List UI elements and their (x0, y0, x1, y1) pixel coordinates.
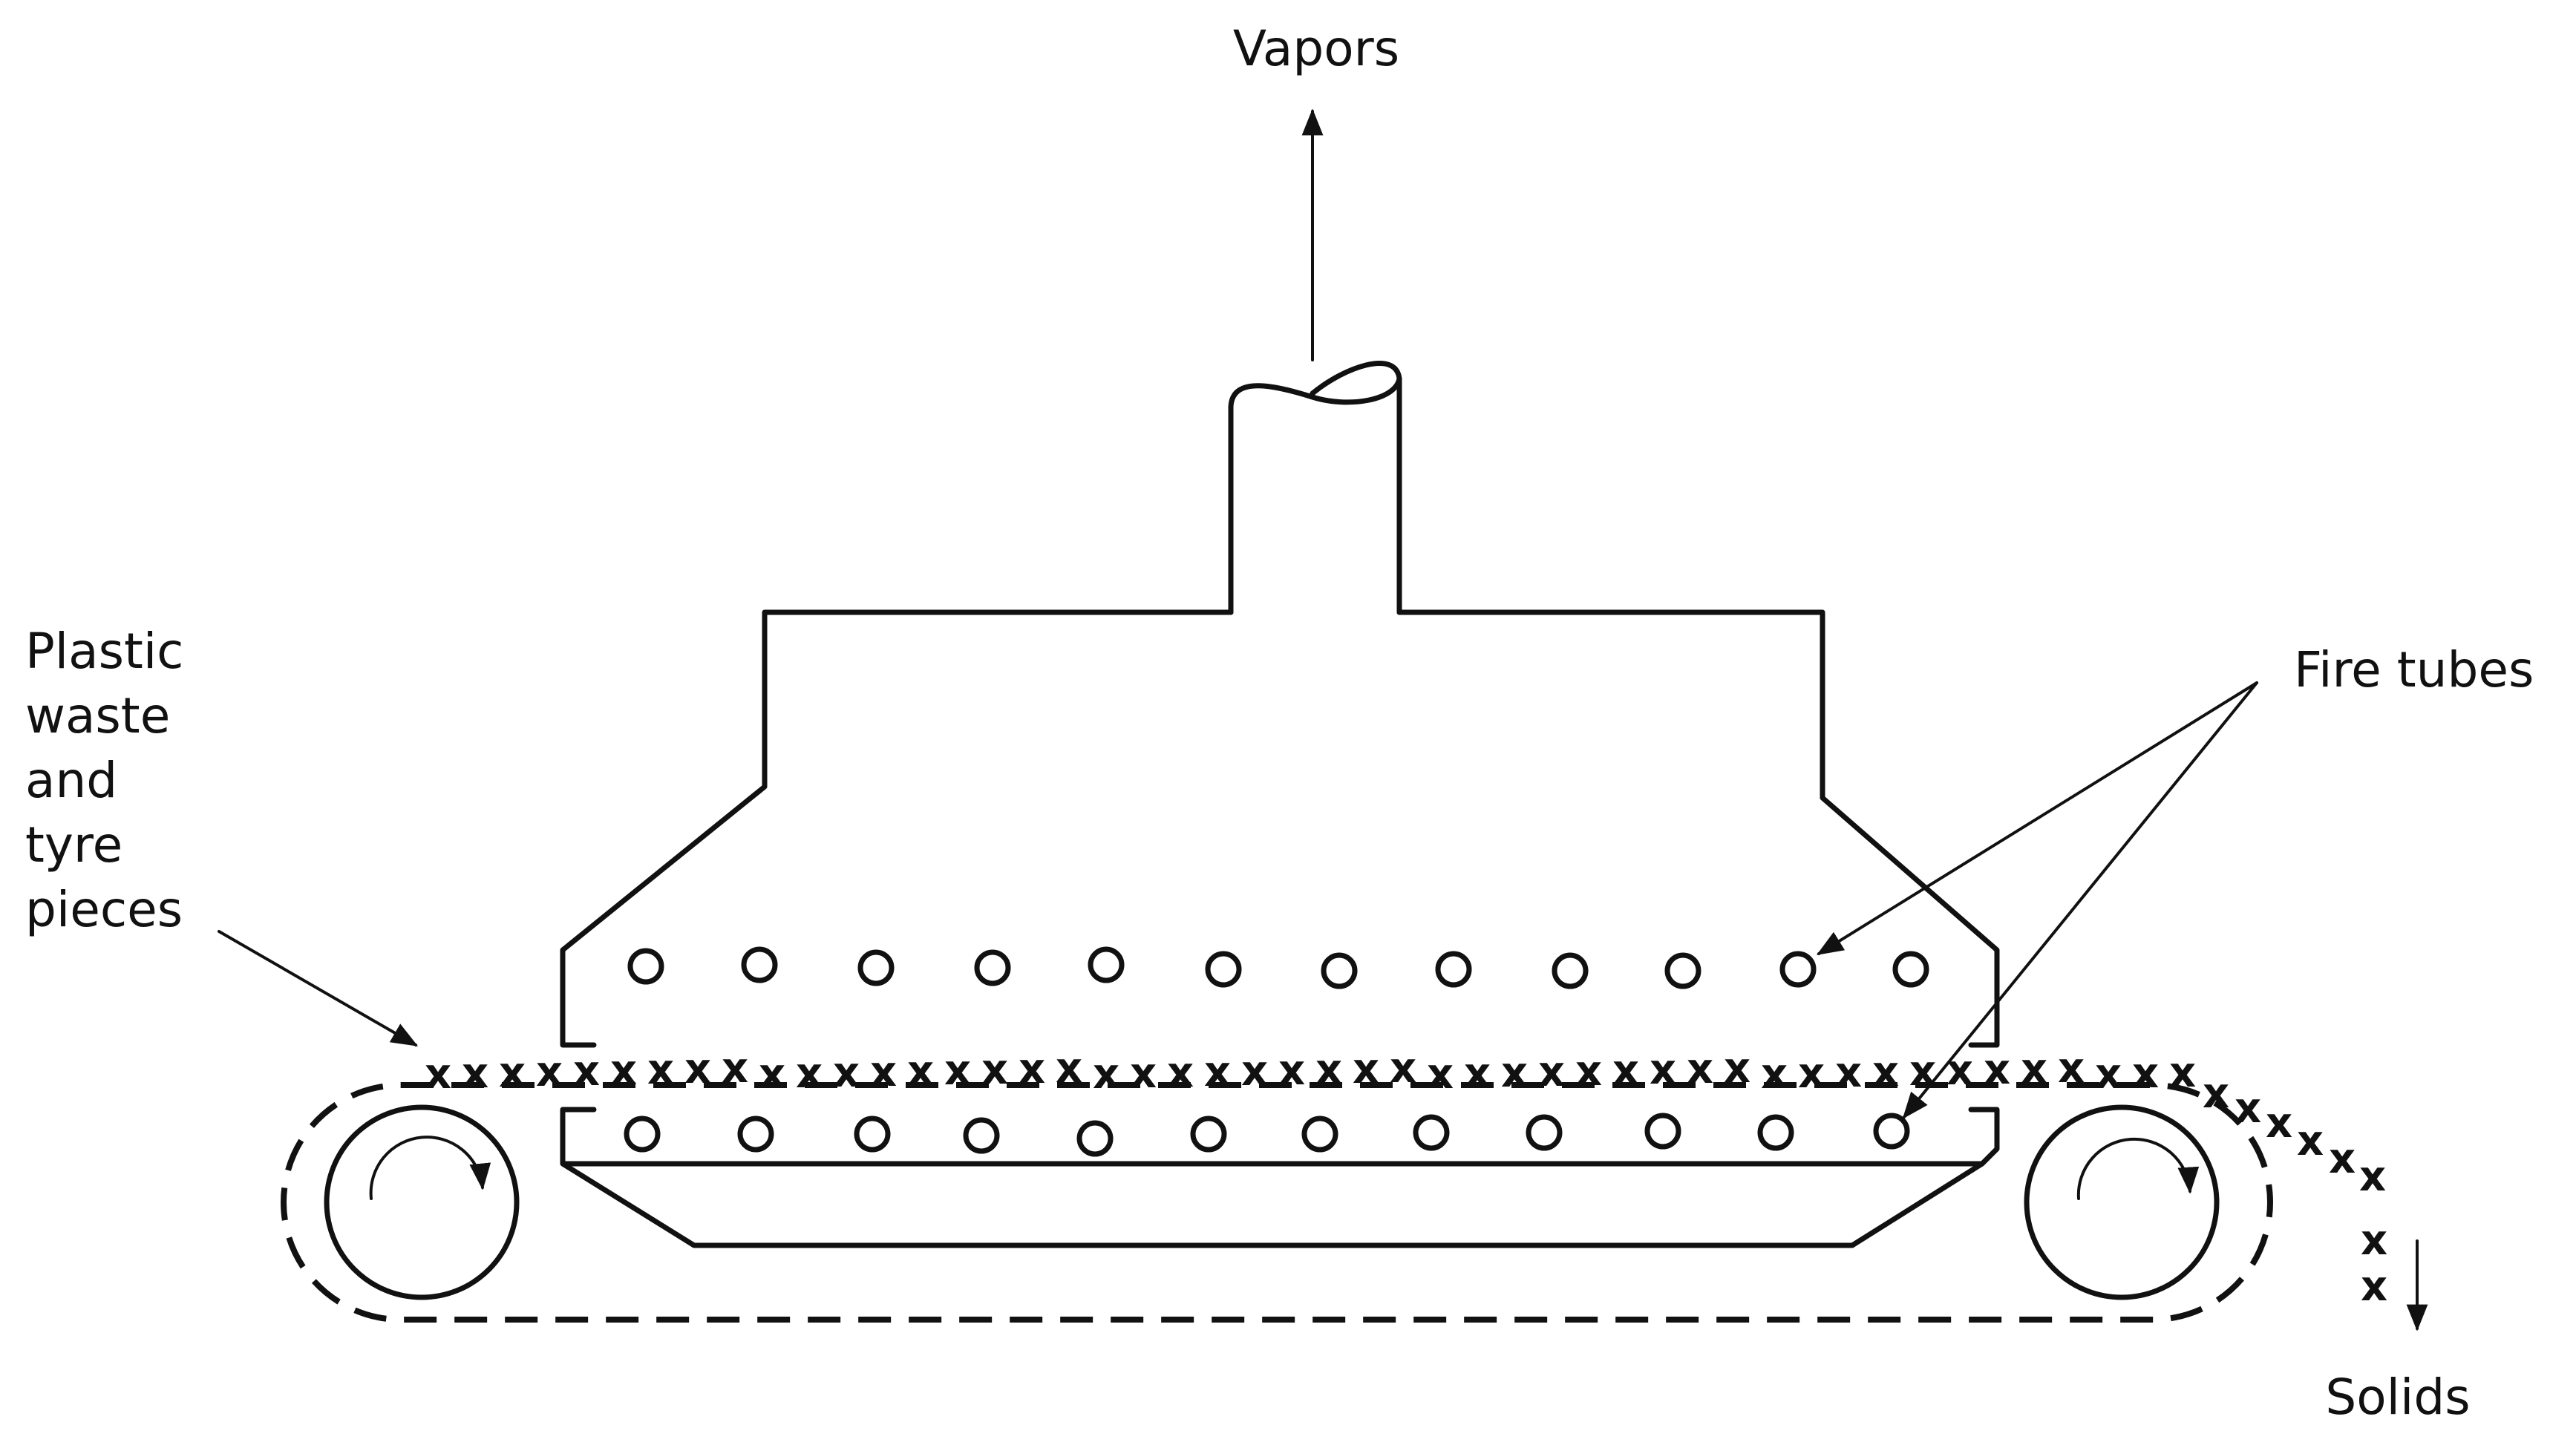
waste-particle-icon: x (1056, 1044, 1082, 1092)
waste-particle-icon: x (573, 1047, 600, 1095)
waste-particle-icon: x (2235, 1084, 2261, 1133)
waste-particle-icon: x (1390, 1044, 1416, 1092)
conveyor-belt (281, 1082, 2273, 1323)
feed-label-line: waste (25, 687, 170, 744)
waste-particle-icon: x (1353, 1045, 1379, 1093)
waste-particle-icon: x (2203, 1069, 2229, 1118)
waste-particle-icon: x (944, 1046, 971, 1095)
waste-particle-icon: x (1093, 1050, 1119, 1098)
waste-particle-icon: x (1984, 1046, 2010, 1094)
waste-particle-icon: x (2021, 1045, 2047, 1093)
waste-particle-icon: x (1724, 1044, 1750, 1092)
waste-particle-icon: x (1909, 1047, 1936, 1095)
waste-particle-icon: x (1946, 1046, 1973, 1095)
waste-particle-icon: x (2266, 1099, 2292, 1147)
fire-tubes-label: Fire tubes (2294, 641, 2534, 698)
waste-particle-icon: x (1761, 1050, 1788, 1098)
fire-tubes-upper-row (627, 946, 1929, 989)
waste-particle-icon: x (1204, 1048, 1231, 1096)
waste-particle-icon: x (1167, 1049, 1194, 1097)
solids-label: Solids (2325, 1369, 2470, 1426)
waste-particle-icon: x (499, 1049, 526, 1097)
waste-particle-icon: x (1687, 1045, 1713, 1093)
waste-particle-icon: x (425, 1050, 451, 1098)
waste-particle-icon: x (2132, 1049, 2159, 1098)
feed-label: Plastic waste and tyre pieces (25, 623, 183, 938)
waste-particle-icon: x (1130, 1049, 1157, 1098)
waste-particle-icon: x (722, 1044, 748, 1092)
waste-particle-icon: x (1278, 1046, 1305, 1095)
waste-particle-icon: x (2095, 1050, 2122, 1098)
waste-particle-icon: x (1019, 1045, 1045, 1093)
vapors-label: Vapors (1233, 20, 1399, 77)
waste-particle-icon: x (1872, 1048, 1899, 1096)
waste-particle-icon: x (907, 1047, 934, 1095)
fire-tubes-pointer-upper (1816, 681, 2258, 955)
waste-particle-icon: x (1501, 1049, 1528, 1097)
left-conveyor-drum (324, 1104, 520, 1300)
waste-particle-icon: x (536, 1048, 563, 1096)
waste-particle-icon: x (2297, 1117, 2324, 1165)
waste-particle-icon: x (870, 1048, 897, 1096)
waste-particle-icon: x (1538, 1048, 1565, 1096)
waste-particle-icon: x (684, 1045, 711, 1093)
waste-particle-icon: x (1464, 1049, 1491, 1098)
waste-particle-icon: x (2361, 1216, 2387, 1265)
fire-tubes-pointer-lower (1902, 681, 2258, 1119)
waste-particle-icon: x (2169, 1049, 2196, 1097)
reactor-hood (560, 609, 2000, 1048)
waste-particle-icon: x (981, 1046, 1008, 1094)
waste-particle-icon: x (2361, 1262, 2387, 1311)
waste-particle-icon: x (2359, 1153, 2386, 1201)
waste-particle-icon: x (1315, 1046, 1342, 1094)
waste-particle-icon: x (1241, 1047, 1268, 1095)
waste-particle-icon: x (462, 1049, 488, 1098)
waste-particle-icon: x (1427, 1050, 1454, 1098)
fire-tubes-lower-row (624, 1113, 1910, 1157)
reactor-lower-chamber (560, 1107, 2000, 1248)
waste-particle-icon: x (647, 1046, 674, 1094)
right-conveyor-drum (2024, 1104, 2220, 1300)
feed-pointer-arrow (218, 930, 419, 1046)
feed-label-line: pieces (25, 881, 183, 938)
waste-particle-icon: x (1835, 1049, 1862, 1097)
waste-particle-icon: x (1575, 1047, 1602, 1095)
waste-particle-icon: x (796, 1049, 823, 1098)
waste-particle-icon: x (1650, 1046, 1676, 1094)
waste-particle-icon: x (2058, 1044, 2085, 1092)
waste-particle-icon: x (833, 1049, 860, 1097)
waste-particle-icon: x (2329, 1135, 2356, 1183)
vapor-outlet-pipe (1228, 361, 1402, 615)
waste-particle-icon: x (1798, 1049, 1825, 1098)
waste-particle-icon: x (610, 1046, 637, 1095)
waste-particle-icon: x (759, 1050, 785, 1098)
feed-label-line: tyre (25, 816, 122, 874)
feed-label-line: Plastic (25, 623, 183, 680)
feed-label-line: and (25, 752, 117, 809)
waste-particle-icon: x (1612, 1046, 1639, 1095)
